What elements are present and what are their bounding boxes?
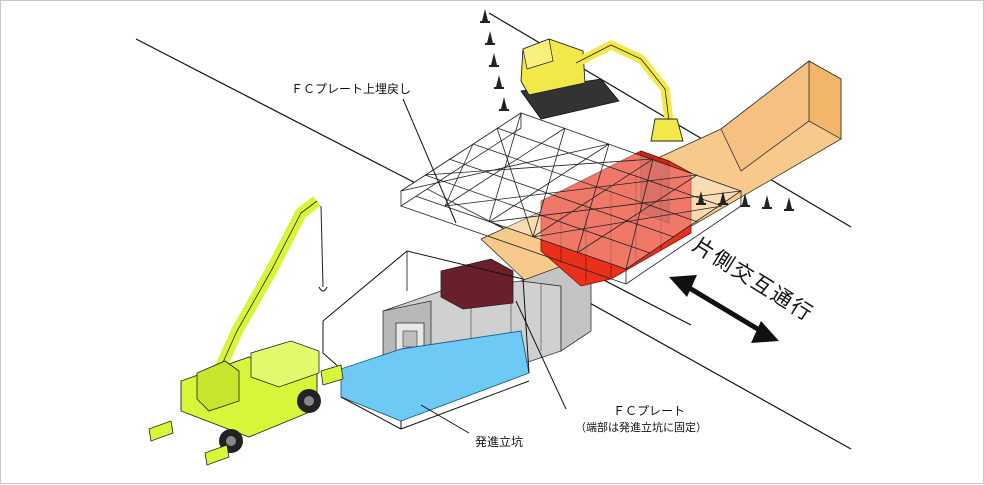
label-alternating-traffic: 片側交互通行 (688, 233, 818, 326)
launch-shaft (322, 250, 530, 430)
cone-icon (718, 191, 728, 205)
mobile-crane (148, 196, 344, 466)
cone-icon (696, 191, 706, 205)
excavator (520, 38, 684, 142)
cone-icon (762, 195, 772, 209)
cone-icon (480, 9, 490, 23)
dark-panel (440, 258, 514, 310)
leader-line-shaft (420, 404, 470, 434)
cone-icon (494, 75, 504, 89)
double-arrow-icon (669, 275, 779, 343)
leader-line-fc-plate (515, 300, 567, 410)
cone-icon (784, 197, 794, 211)
label-fc-plate-note: （端部は発進立坑に固定） (575, 420, 707, 434)
label-launch-shaft: 発進立坑 (475, 434, 523, 449)
leader-line-backfill (402, 98, 457, 224)
road-edge-line-lower (578, 296, 852, 450)
fc-plate-truss-deck (400, 112, 742, 285)
cone-icon (740, 193, 750, 207)
label-fc-plate: ＦＣプレート (613, 404, 685, 418)
traffic-cones (480, 9, 794, 211)
cone-icon (485, 31, 495, 45)
cone-icon (499, 97, 509, 111)
cone-icon (489, 53, 499, 67)
label-fc-plate-backfill: ＦＣプレート上埋戻し (291, 82, 411, 96)
